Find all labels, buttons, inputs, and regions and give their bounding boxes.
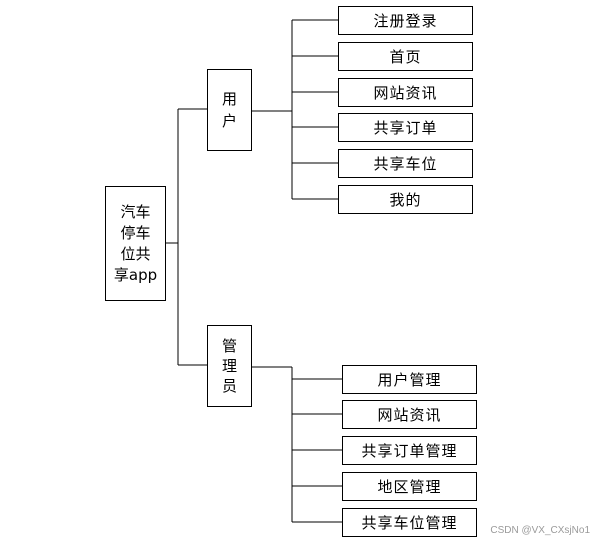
root-node: 汽车 停车 位共 享app <box>105 186 166 301</box>
user-item-register-login: 注册登录 <box>338 6 473 35</box>
admin-item-space-management: 共享车位管理 <box>342 508 477 537</box>
admin-label-line-3: 员 <box>221 377 237 395</box>
user-node: 用 户 <box>207 69 252 151</box>
user-item-news: 网站资讯 <box>338 78 473 107</box>
user-label-line-2: 户 <box>221 112 237 130</box>
root-label-line-4: 享app <box>113 265 158 284</box>
root-label-line-3: 位共 <box>120 244 151 263</box>
root-label-line-1: 汽车 <box>120 202 151 221</box>
root-label-line-2: 停车 <box>120 223 151 242</box>
user-item-home: 首页 <box>338 42 473 71</box>
user-item-mine: 我的 <box>338 185 473 214</box>
admin-node: 管 理 员 <box>207 325 252 407</box>
admin-item-order-management: 共享订单管理 <box>342 436 477 465</box>
user-item-shared-orders: 共享订单 <box>338 113 473 142</box>
admin-label-line-2: 理 <box>221 357 237 375</box>
admin-label-line-1: 管 <box>221 337 237 355</box>
admin-item-region-management: 地区管理 <box>342 472 477 501</box>
watermark: CSDN @VX_CXsjNo1 <box>490 525 590 536</box>
user-label-line-1: 用 <box>221 90 237 108</box>
admin-item-news: 网站资讯 <box>342 400 477 429</box>
admin-item-user-management: 用户管理 <box>342 365 477 394</box>
user-item-shared-spaces: 共享车位 <box>338 149 473 178</box>
